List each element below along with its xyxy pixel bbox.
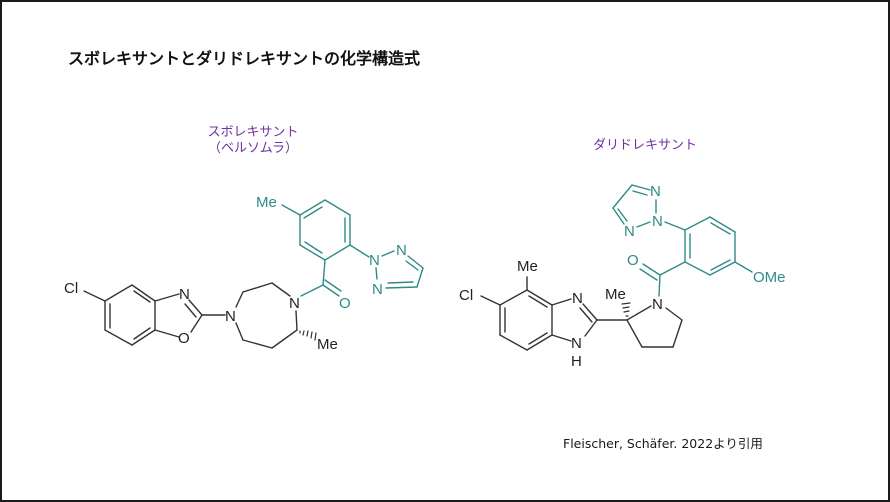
atom-nh: N bbox=[571, 335, 582, 352]
suvorexant-core-bonds bbox=[83, 282, 298, 349]
atom-ome: OMe bbox=[753, 269, 786, 286]
atom-n: N bbox=[179, 286, 190, 303]
suvorexant-name: スボレキサント bbox=[207, 125, 299, 140]
atom-me: Me bbox=[317, 336, 338, 353]
suvorexant-label: スボレキサント （ベルソムラ） bbox=[193, 125, 313, 157]
atom-cl: Cl bbox=[459, 287, 473, 304]
atom-o: O bbox=[339, 295, 351, 312]
suvorexant-aryl-bonds bbox=[281, 199, 424, 297]
atom-n: N bbox=[652, 296, 663, 313]
atom-n: N bbox=[650, 183, 661, 200]
daridorexant-label: ダリドレキサント bbox=[592, 138, 697, 153]
citation: Fleischer, Schäfer. 2022より引用 bbox=[563, 436, 763, 451]
atom-cl: Cl bbox=[64, 280, 78, 297]
daridorexant-hashed-wedge bbox=[621, 302, 631, 317]
suvorexant-brand: （ベルソムラ） bbox=[207, 141, 299, 156]
slide-title: スボレキサントとダリドレキサントの化学構造式 bbox=[68, 49, 421, 68]
atom-n: N bbox=[652, 213, 663, 230]
atom-n: N bbox=[372, 281, 383, 298]
suvorexant-structure: Cl N O N N Me O Me N N N bbox=[64, 194, 424, 353]
atom-n: N bbox=[225, 308, 236, 325]
daridorexant-core-bonds bbox=[480, 276, 683, 351]
atom-o: O bbox=[178, 330, 190, 347]
atom-n: N bbox=[289, 295, 300, 312]
daridorexant-atom-labels: Cl Me N N H Me N O OMe N N N bbox=[459, 183, 786, 370]
daridorexant-structure: Cl Me N N H Me N O OMe N N N bbox=[459, 183, 786, 370]
atom-me: Me bbox=[605, 286, 626, 303]
atom-o: O bbox=[627, 252, 639, 269]
atom-n: N bbox=[624, 223, 635, 240]
atom-h: H bbox=[571, 353, 582, 370]
atom-me: Me bbox=[517, 258, 538, 275]
atom-n: N bbox=[396, 242, 407, 259]
atom-n: N bbox=[369, 252, 380, 269]
atom-me: Me bbox=[256, 194, 277, 211]
daridorexant-aryl-bonds bbox=[612, 184, 753, 297]
suvorexant-atom-labels: Cl N O N N Me O Me N N N bbox=[64, 194, 407, 353]
atom-n: N bbox=[572, 290, 583, 307]
suvorexant-hashed-wedge bbox=[299, 330, 317, 341]
